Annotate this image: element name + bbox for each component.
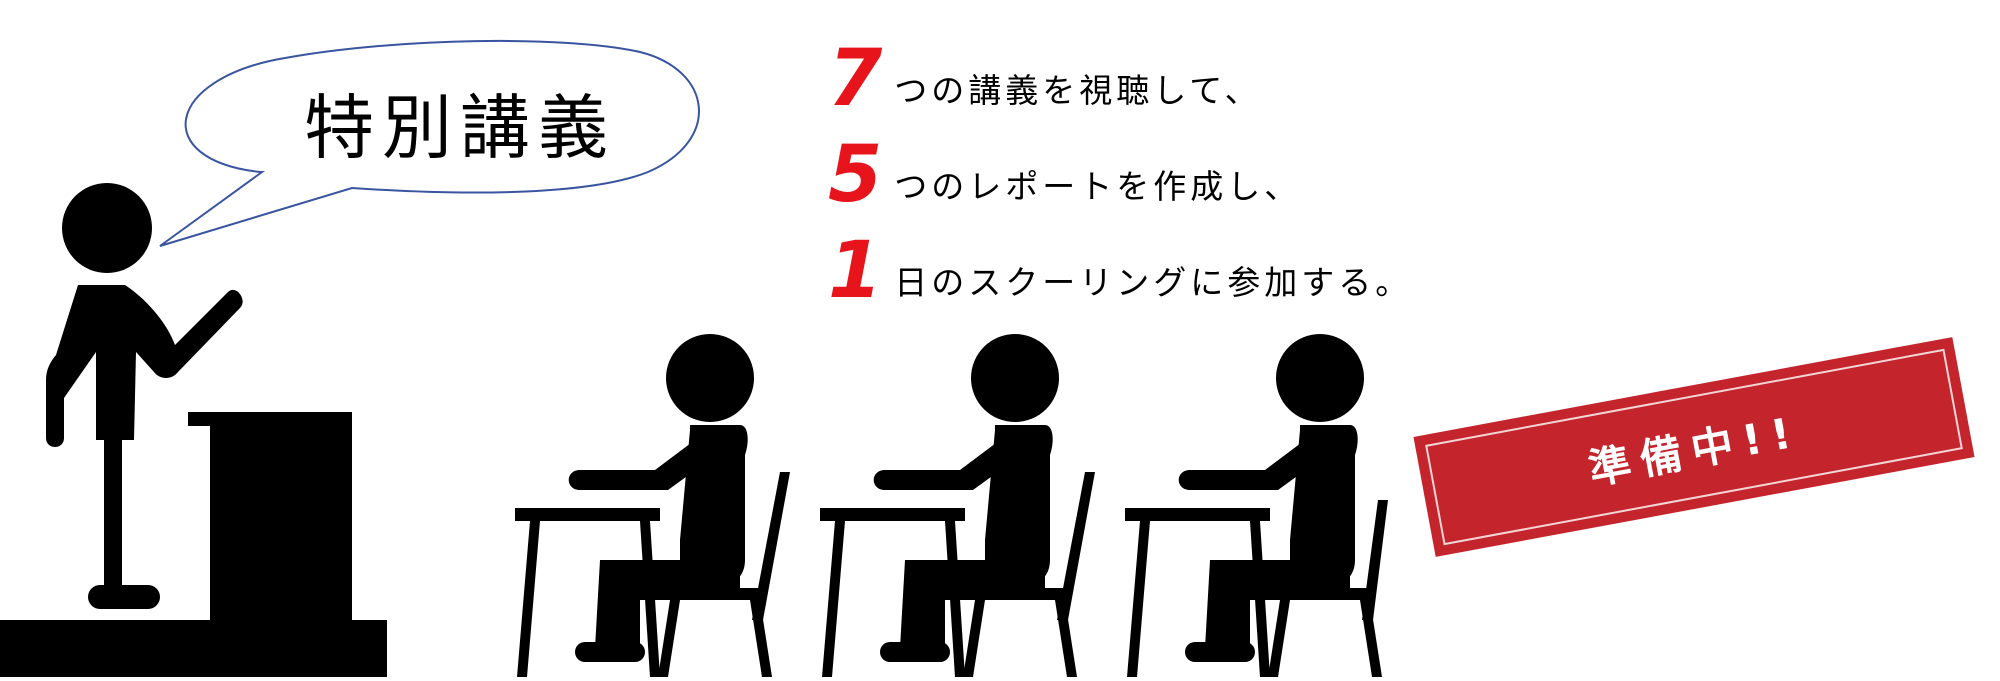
- desk-icon: [515, 508, 660, 677]
- desk-icon: [820, 508, 965, 677]
- student-group: [515, 334, 1388, 677]
- chair-icon: [963, 472, 1095, 677]
- speech-bubble: [159, 39, 700, 247]
- requirement-line: 7 つの講義を視聴して、: [828, 40, 1262, 118]
- requirement-number: 7: [828, 34, 883, 124]
- podium-icon: [0, 412, 387, 677]
- chair-icon: [1268, 500, 1388, 677]
- student-figure-icon: [820, 334, 1095, 677]
- requirement-text: 日のスクーリングに参加する。: [894, 263, 1413, 302]
- requirement-line: 5 つのレポートを作成し、: [828, 136, 1301, 214]
- requirement-number: 1: [828, 226, 883, 316]
- desk-icon: [1125, 508, 1270, 677]
- student-figure-icon: [1125, 334, 1388, 677]
- requirement-number: 5: [828, 130, 883, 220]
- student-figure-icon: [515, 334, 790, 677]
- chair-icon: [658, 472, 790, 677]
- speech-bubble-title: 特別講義: [270, 72, 650, 172]
- bubble-title-text: 特別講義: [304, 86, 616, 169]
- requirement-text: つの講義を視聴して、: [894, 71, 1262, 110]
- requirement-text: つのレポートを作成し、: [894, 167, 1302, 206]
- requirement-line: 1 日のスクーリングに参加する。: [828, 232, 1412, 310]
- lecturer-figure-icon: [46, 183, 243, 609]
